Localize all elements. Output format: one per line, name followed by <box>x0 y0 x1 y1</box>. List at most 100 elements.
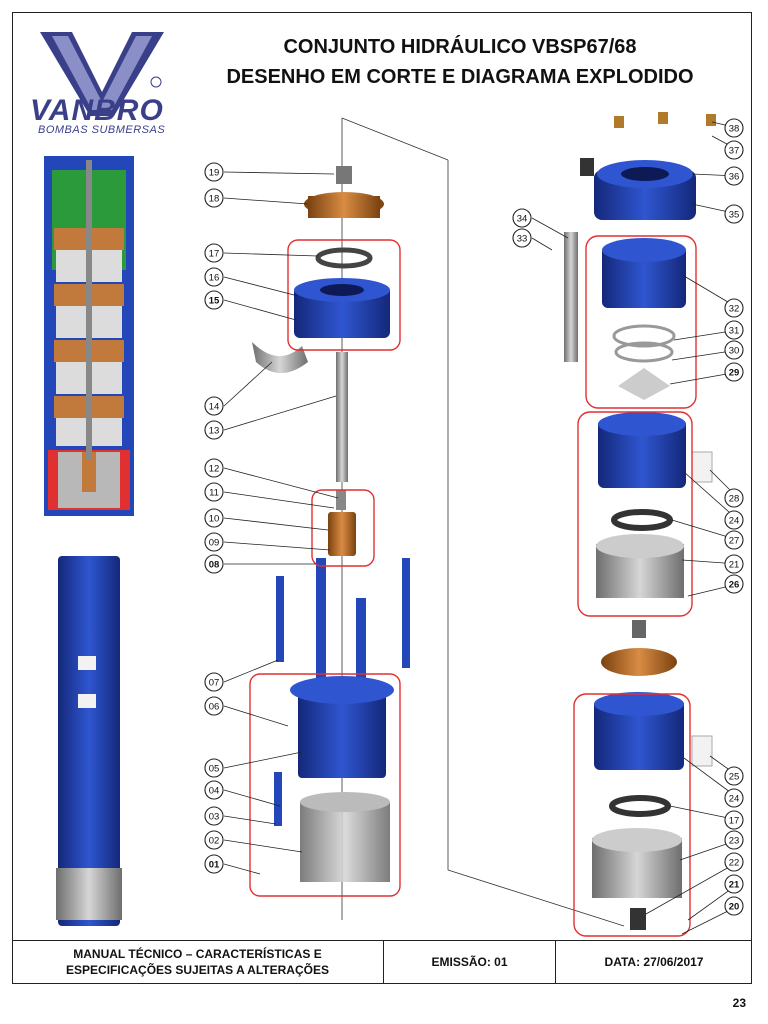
label-24b: 24 <box>724 788 744 808</box>
left-leaders <box>223 171 339 875</box>
svg-text:19: 19 <box>209 168 220 179</box>
svg-text:21: 21 <box>729 560 740 571</box>
brand-name: VANBRO <box>30 94 164 127</box>
label-08: 08 <box>204 554 224 574</box>
right-parts <box>564 112 716 930</box>
svg-text:07: 07 <box>209 678 220 689</box>
svg-text:10: 10 <box>209 514 220 525</box>
label-12: 12 <box>204 458 224 478</box>
label-28: 28 <box>724 488 744 508</box>
svg-text:24: 24 <box>729 794 740 805</box>
svg-text:32: 32 <box>729 304 740 315</box>
footer-date: DATA: 27/06/2017 <box>604 955 704 969</box>
label-07: 07 <box>204 672 224 692</box>
label-35: 35 <box>724 204 744 224</box>
svg-text:16: 16 <box>209 273 220 284</box>
svg-text:18: 18 <box>209 194 220 205</box>
svg-text:29: 29 <box>729 368 740 379</box>
svg-text:03: 03 <box>209 812 220 823</box>
svg-text:02: 02 <box>209 836 220 847</box>
label-23: 23 <box>724 830 744 850</box>
label-31: 31 <box>724 320 744 340</box>
svg-text:05: 05 <box>209 764 220 775</box>
svg-text:22: 22 <box>729 858 740 869</box>
footer-table: MANUAL TÉCNICO – CARACTERÍSTICAS E ESPEC… <box>12 940 752 984</box>
page-number: 23 <box>732 996 746 1010</box>
exploded-diagram: 19 18 17 16 15 14 13 12 11 10 09 08 07 0… <box>44 112 744 937</box>
brand-tagline: BOMBAS SUBMERSAS <box>38 124 166 136</box>
label-22: 22 <box>724 852 744 872</box>
label-14: 14 <box>204 396 224 416</box>
label-17b: 17 <box>724 810 744 830</box>
svg-text:11: 11 <box>209 488 219 499</box>
svg-text:26: 26 <box>729 580 740 591</box>
label-13: 13 <box>204 420 224 440</box>
label-21a: 21 <box>724 554 744 574</box>
footer-note: MANUAL TÉCNICO – CARACTERÍSTICAS E ESPEC… <box>12 941 384 983</box>
label-18: 18 <box>204 188 224 208</box>
label-15: 15 <box>204 290 224 310</box>
label-33: 33 <box>512 228 532 248</box>
label-37: 37 <box>724 140 744 160</box>
svg-text:01: 01 <box>209 860 220 871</box>
svg-text:28: 28 <box>729 494 740 505</box>
svg-text:20: 20 <box>729 902 740 913</box>
svg-text:35: 35 <box>729 210 740 221</box>
svg-text:15: 15 <box>209 296 220 307</box>
label-32: 32 <box>724 298 744 318</box>
svg-text:06: 06 <box>209 702 220 713</box>
svg-text:14: 14 <box>209 402 220 413</box>
svg-text:23: 23 <box>729 836 740 847</box>
label-01: 01 <box>204 854 224 874</box>
label-09: 09 <box>204 532 224 552</box>
label-30: 30 <box>724 340 744 360</box>
svg-text:13: 13 <box>209 426 220 437</box>
assembled-pump <box>56 556 122 926</box>
label-16: 16 <box>204 267 224 287</box>
label-05: 05 <box>204 758 224 778</box>
vanbro-logo <box>40 32 164 116</box>
svg-text:31: 31 <box>729 326 740 337</box>
right-labels: 38 37 36 35 34 33 32 31 30 29 28 24 27 2… <box>512 118 744 916</box>
title-line2: DESENHO EM CORTE E DIAGRAMA EXPLODIDO <box>226 66 694 88</box>
svg-text:12: 12 <box>209 464 220 475</box>
svg-text:21: 21 <box>729 880 740 891</box>
label-24a: 24 <box>724 510 744 530</box>
label-06: 06 <box>204 696 224 716</box>
label-26: 26 <box>724 574 744 594</box>
label-19: 19 <box>204 162 224 182</box>
svg-text:17: 17 <box>209 249 220 260</box>
svg-text:30: 30 <box>729 346 740 357</box>
svg-text:38: 38 <box>729 124 740 135</box>
footer-emission: EMISSÃO: 01 <box>384 941 556 983</box>
svg-text:33: 33 <box>517 234 528 245</box>
label-38: 38 <box>724 118 744 138</box>
label-36: 36 <box>724 166 744 186</box>
title-line1: CONJUNTO HIDRÁULICO VBSP67/68 <box>283 36 637 58</box>
label-17: 17 <box>204 243 224 263</box>
label-04: 04 <box>204 780 224 800</box>
svg-text:27: 27 <box>729 536 740 547</box>
svg-text:17: 17 <box>729 816 740 827</box>
svg-text:34: 34 <box>517 214 528 225</box>
label-25: 25 <box>724 766 744 786</box>
footer-note-line2: ESPECIFICAÇÕES SUJEITAS A ALTERAÇÕES <box>66 963 329 977</box>
label-27: 27 <box>724 530 744 550</box>
footer-note-line1: MANUAL TÉCNICO – CARACTERÍSTICAS E <box>73 947 322 961</box>
page-frame <box>12 12 752 984</box>
svg-text:37: 37 <box>729 146 740 157</box>
label-03: 03 <box>204 806 224 826</box>
group-boxes <box>249 235 697 937</box>
svg-text:36: 36 <box>729 172 740 183</box>
label-10: 10 <box>204 508 224 528</box>
svg-text:25: 25 <box>729 772 740 783</box>
label-34: 34 <box>512 208 532 228</box>
left-parts <box>252 166 410 882</box>
svg-text:04: 04 <box>209 786 220 797</box>
left-labels: 19 18 17 16 15 14 13 12 11 10 09 08 07 0… <box>204 162 224 874</box>
label-20: 20 <box>724 896 744 916</box>
svg-text:08: 08 <box>209 560 220 571</box>
svg-text:24: 24 <box>729 516 740 527</box>
label-02: 02 <box>204 830 224 850</box>
label-29: 29 <box>724 362 744 382</box>
